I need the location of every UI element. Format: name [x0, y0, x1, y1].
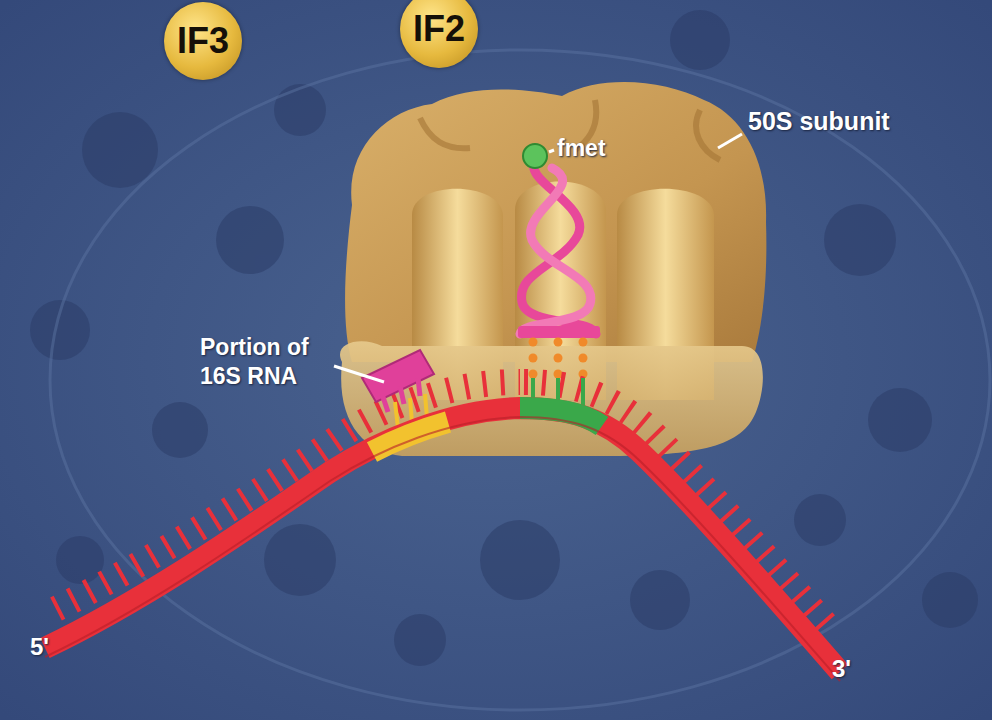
factor-name: IF2 — [413, 8, 465, 50]
amino-acid-label: fmet — [557, 134, 606, 163]
rna-label: Portion of 16S RNA — [200, 333, 352, 391]
initiation-factor: IF3 — [164, 2, 242, 80]
factor-name: IF3 — [177, 20, 229, 62]
end-label: 5' — [30, 632, 49, 662]
end-label: 3' — [832, 654, 851, 684]
subunit-label: 50S subunit — [748, 106, 890, 137]
initiation-factor: IF2 — [400, 0, 478, 68]
